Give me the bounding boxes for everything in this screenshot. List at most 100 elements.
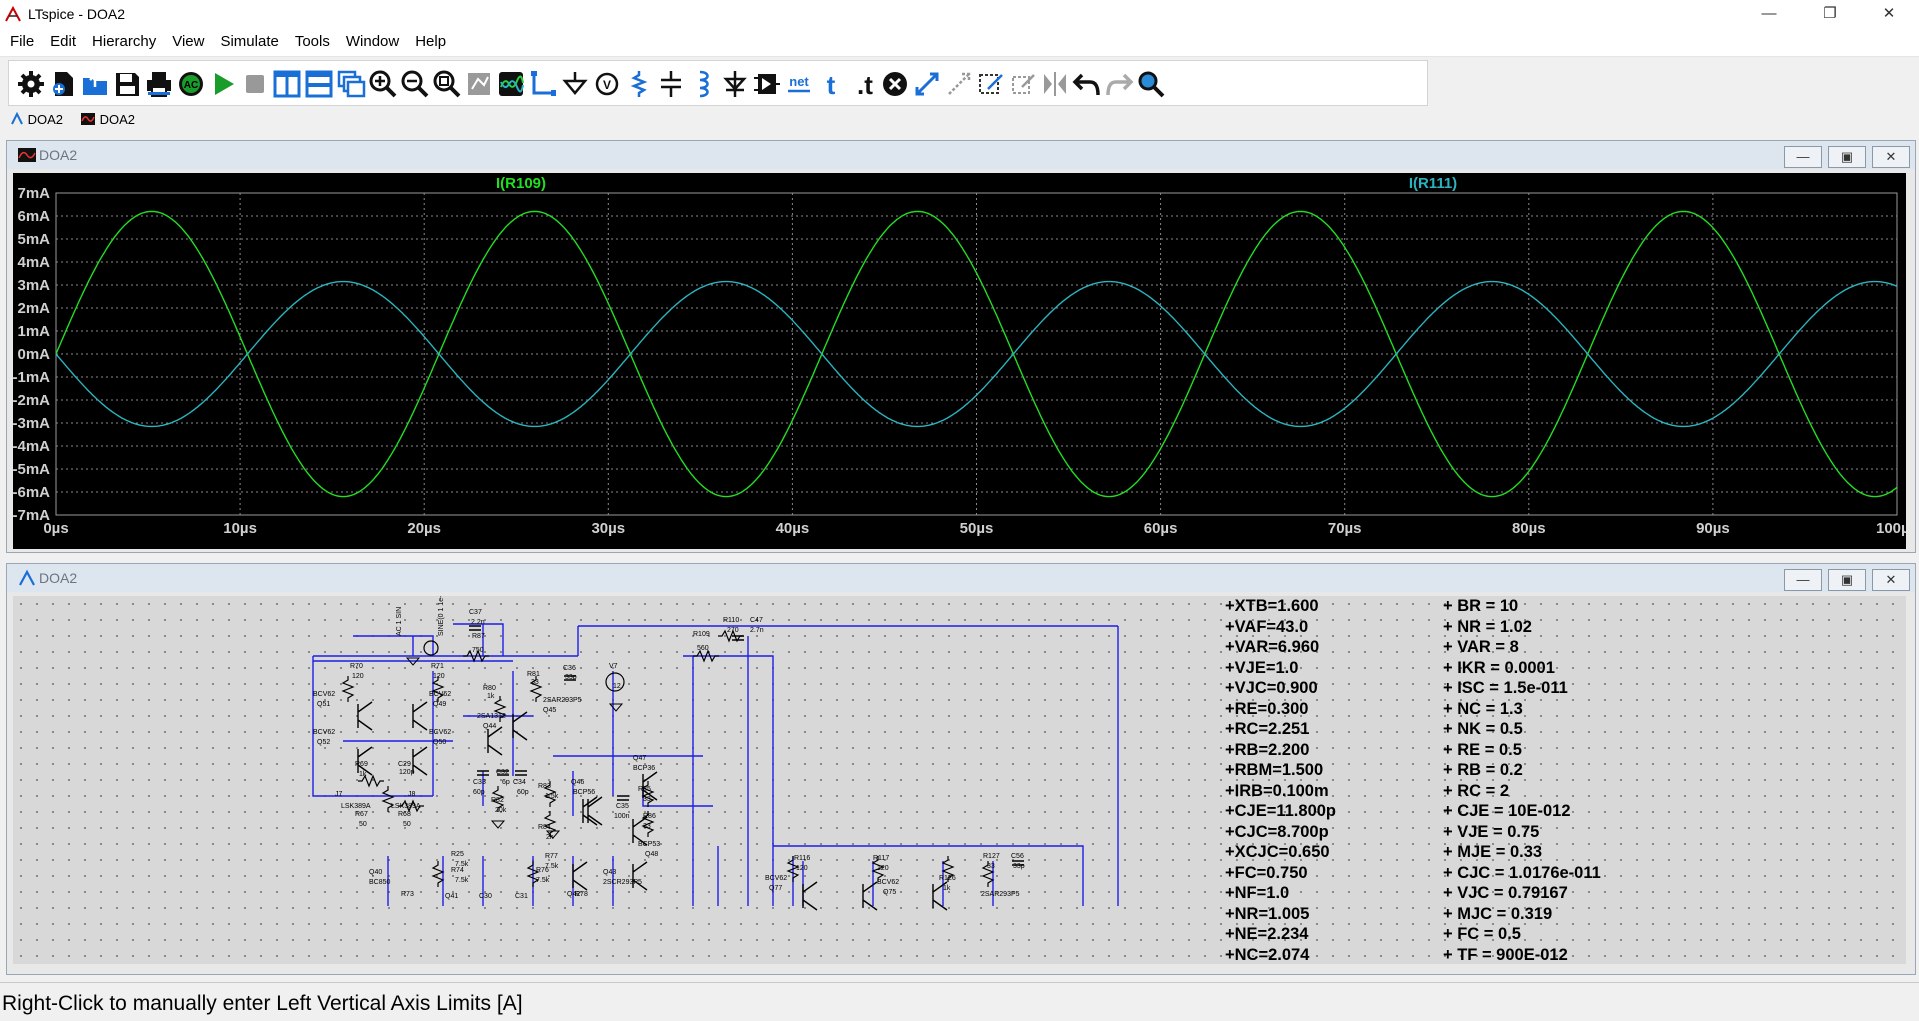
zoom-in-icon[interactable] bbox=[366, 67, 400, 101]
ground-symbol bbox=[490, 820, 506, 829]
ground-icon[interactable] bbox=[558, 67, 592, 101]
save-icon[interactable] bbox=[110, 67, 144, 101]
model-param-line: + MJE = 0.33 bbox=[1443, 843, 1543, 861]
schematic-icon bbox=[19, 569, 35, 586]
waveform-maximize-button[interactable]: ▣ bbox=[1828, 146, 1866, 168]
component-label: Q75 bbox=[883, 889, 896, 896]
menu-edit[interactable]: Edit bbox=[50, 33, 77, 50]
capacitor-icon[interactable] bbox=[654, 67, 688, 101]
component-label: 120 bbox=[877, 865, 889, 872]
voltage-source-v7[interactable] bbox=[605, 672, 625, 692]
menu-file[interactable]: File bbox=[10, 33, 35, 50]
tab-doa2-schematic[interactable]: DOA2 bbox=[10, 109, 63, 131]
component-label: 2.2n bbox=[471, 619, 485, 626]
model-param-line: +NR=1.005 bbox=[1225, 904, 1310, 923]
settings-icon[interactable] bbox=[14, 67, 48, 101]
net-label-icon[interactable]: net bbox=[782, 67, 816, 101]
component-label: R82 bbox=[491, 797, 504, 804]
component-label: 120 bbox=[433, 673, 445, 680]
run-icon[interactable] bbox=[206, 67, 240, 101]
mirror-icon[interactable] bbox=[1038, 67, 1072, 101]
schematic-minimize-button[interactable]: — bbox=[1784, 569, 1822, 591]
menu-hierarchy[interactable]: Hierarchy bbox=[92, 33, 157, 50]
y-tick-label: 4mA bbox=[17, 254, 50, 271]
waveform-icon[interactable] bbox=[494, 67, 528, 101]
status-text: Right-Click to manually enter Left Verti… bbox=[2, 992, 523, 1015]
undo-icon[interactable] bbox=[1070, 67, 1104, 101]
x-tick-label: 60µs bbox=[1144, 520, 1178, 537]
tile-vertical-icon[interactable] bbox=[270, 67, 304, 101]
find-icon[interactable] bbox=[1134, 67, 1168, 101]
resistor-icon[interactable] bbox=[622, 67, 656, 101]
halt-icon[interactable] bbox=[238, 67, 272, 101]
component-label: 2.7n bbox=[750, 627, 764, 634]
component-label: R126 bbox=[939, 875, 956, 882]
redo-icon[interactable] bbox=[1102, 67, 1136, 101]
component-label: C47 bbox=[750, 617, 763, 624]
model-param-line: +NE=2.234 bbox=[1225, 925, 1309, 943]
inductor-icon[interactable] bbox=[686, 67, 720, 101]
open-icon[interactable] bbox=[78, 67, 112, 101]
drag-icon[interactable] bbox=[942, 67, 976, 101]
ground-symbol bbox=[608, 703, 624, 712]
component-label: 20k bbox=[495, 807, 507, 814]
component-label: C33 bbox=[473, 779, 486, 786]
close-button[interactable]: ✕ bbox=[1882, 5, 1896, 22]
trace-ir111[interactable] bbox=[55, 280, 1898, 428]
component-label: 60p bbox=[473, 789, 485, 796]
voltage-icon[interactable]: V bbox=[590, 67, 624, 101]
spice-directive-icon[interactable]: .t bbox=[846, 67, 880, 101]
x-tick-label: 40µs bbox=[776, 520, 810, 537]
signal-source[interactable] bbox=[423, 640, 439, 656]
trace-ir109[interactable] bbox=[55, 210, 1898, 498]
control-panel-icon[interactable]: AC bbox=[174, 67, 208, 101]
model-param-line: + VJE = 0.75 bbox=[1443, 822, 1540, 841]
y-tick-label: 1mA bbox=[17, 323, 50, 340]
text-icon[interactable]: t bbox=[814, 67, 848, 101]
menu-tools[interactable]: Tools bbox=[294, 33, 330, 50]
menu-help[interactable]: Help bbox=[415, 33, 447, 50]
component-label: 33p bbox=[565, 674, 577, 681]
y-tick-label: 6mA bbox=[17, 208, 50, 225]
restore-button[interactable]: ❐ bbox=[1823, 5, 1837, 22]
component-label: Q42 bbox=[567, 891, 580, 898]
waveform-close-button[interactable]: ✕ bbox=[1872, 146, 1910, 168]
model-param-line: + NC = 1.3 bbox=[1443, 699, 1523, 718]
model-param-line: + VAR = 8 bbox=[1443, 638, 1519, 656]
menu-view[interactable]: View bbox=[172, 33, 205, 50]
component-label: BCP36 bbox=[633, 765, 655, 772]
zoom-out-icon[interactable] bbox=[398, 67, 432, 101]
tile-horizontal-icon[interactable] bbox=[302, 67, 336, 101]
component-label: R84 bbox=[538, 824, 551, 831]
duplicate-icon[interactable] bbox=[974, 67, 1008, 101]
zoom-fit-icon[interactable] bbox=[430, 67, 464, 101]
minimize-button[interactable]: — bbox=[1761, 5, 1777, 22]
component-label: 1k bbox=[487, 693, 495, 700]
component-label: C30 bbox=[479, 893, 492, 900]
schematic-maximize-button[interactable]: ▣ bbox=[1828, 569, 1866, 591]
component-icon[interactable] bbox=[750, 67, 784, 101]
wire-icon[interactable] bbox=[526, 67, 560, 101]
component-label: Q51 bbox=[317, 701, 330, 708]
component-label: 12 bbox=[613, 683, 621, 690]
new-schematic-icon[interactable] bbox=[46, 67, 80, 101]
schematic-close-button[interactable]: ✕ bbox=[1872, 569, 1910, 591]
waveform-minimize-button[interactable]: — bbox=[1784, 146, 1822, 168]
menu-window[interactable]: Window bbox=[345, 33, 400, 50]
delete-icon[interactable] bbox=[878, 67, 912, 101]
print-icon[interactable] bbox=[142, 67, 176, 101]
cascade-icon[interactable] bbox=[334, 67, 368, 101]
trace-label[interactable]: I(R109) bbox=[496, 175, 546, 192]
autorange-icon[interactable] bbox=[462, 67, 496, 101]
trace-label[interactable]: I(R111) bbox=[1409, 175, 1457, 192]
diode-icon[interactable] bbox=[718, 67, 752, 101]
move-icon[interactable] bbox=[910, 67, 944, 101]
component-label: BCV62 bbox=[877, 879, 899, 886]
schematic-drawing[interactable]: C372.2nR87750R109560R110270C472.7nR70120… bbox=[13, 596, 1906, 964]
paste-icon[interactable] bbox=[1006, 67, 1040, 101]
tab-doa2-waveform[interactable]: DOA2 bbox=[80, 109, 135, 131]
menu-simulate[interactable]: Simulate bbox=[220, 33, 279, 50]
